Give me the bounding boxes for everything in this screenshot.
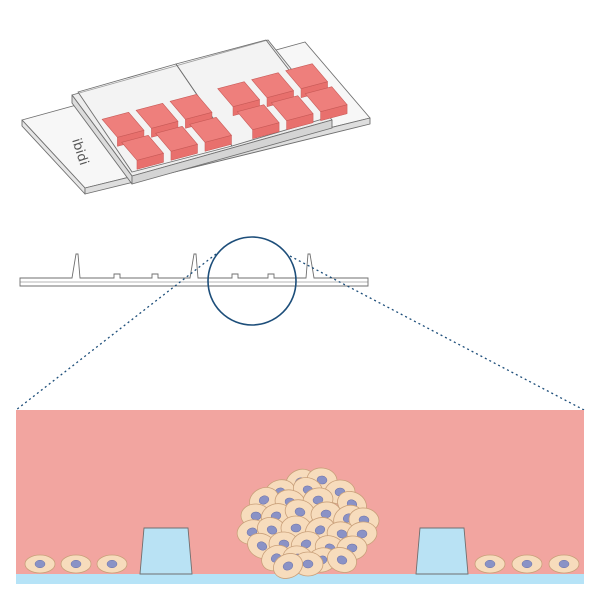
wells-group <box>101 63 348 170</box>
cell-nucleus <box>356 529 368 539</box>
coverslip-bottom <box>16 574 584 584</box>
cell <box>96 554 128 574</box>
cell-nucleus <box>300 539 312 549</box>
cell-nucleus <box>106 559 118 569</box>
cell-nucleus <box>558 559 570 569</box>
well <box>101 111 145 138</box>
cell-nucleus <box>250 511 262 521</box>
well <box>236 104 280 131</box>
cell <box>474 554 506 574</box>
well <box>285 63 329 90</box>
cell-spheroid <box>236 467 380 579</box>
cell <box>273 553 303 579</box>
pillar-right <box>415 527 469 575</box>
cell-nucleus <box>521 559 533 569</box>
well <box>135 102 179 129</box>
chamber-frame-front <box>131 119 333 185</box>
cell-nucleus <box>316 475 328 485</box>
cell <box>24 554 56 574</box>
well <box>155 125 199 152</box>
cross-section-outline <box>19 253 369 287</box>
cell-nucleus <box>282 561 294 571</box>
cell-nucleus <box>314 525 326 535</box>
well <box>251 72 295 99</box>
adherent-cells <box>24 554 580 574</box>
cell-nucleus <box>290 523 302 533</box>
cell-nucleus <box>266 525 278 535</box>
zoom-line-left <box>15 253 217 411</box>
cell-nucleus <box>336 555 348 565</box>
well <box>270 95 314 122</box>
cross-section-profile <box>19 253 369 287</box>
cell <box>511 554 543 574</box>
cell-nucleus <box>302 559 314 569</box>
cell-nucleus <box>256 541 268 551</box>
well <box>217 81 261 108</box>
well <box>304 86 348 113</box>
cell <box>327 547 357 573</box>
well <box>121 134 165 161</box>
cell-nucleus <box>484 559 496 569</box>
zoom-line-right <box>289 255 585 411</box>
cell-nucleus <box>34 559 46 569</box>
well <box>189 116 233 143</box>
cell <box>60 554 92 574</box>
cell <box>548 554 580 574</box>
zoom-circle <box>207 236 297 326</box>
cell-nucleus <box>258 495 270 505</box>
well <box>169 93 213 120</box>
pillar-left <box>139 527 193 575</box>
cell-nucleus <box>70 559 82 569</box>
